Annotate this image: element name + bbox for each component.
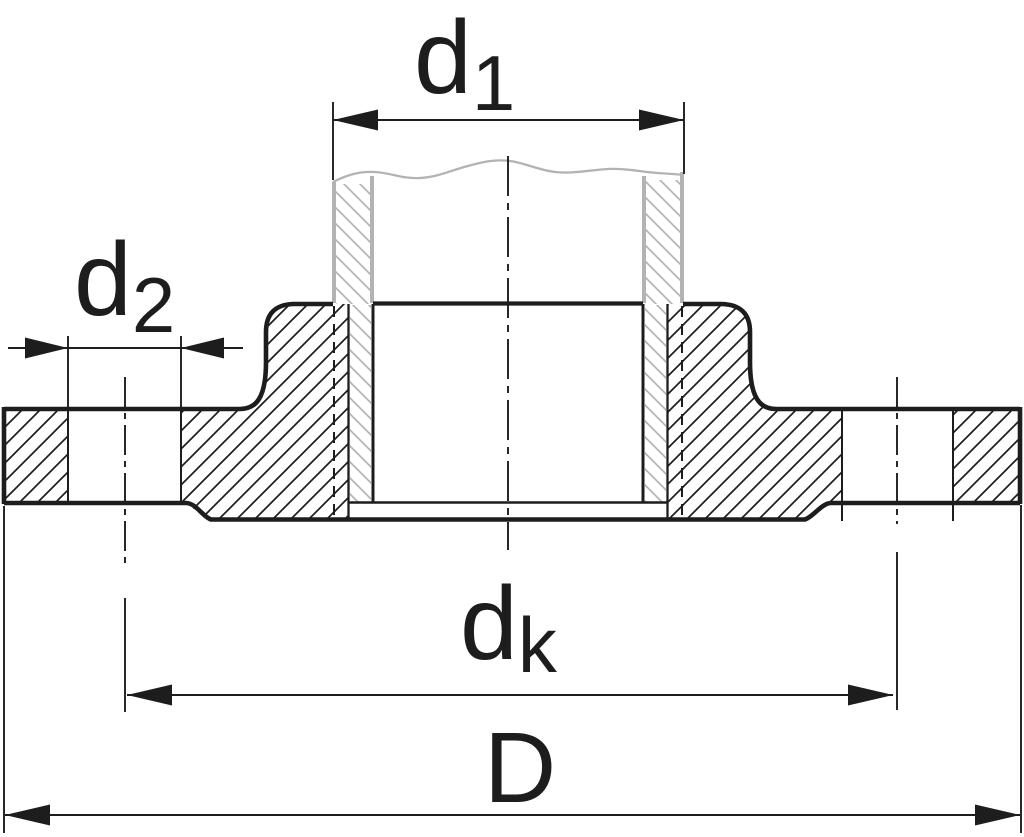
- flange-top-left-profile: [4, 301, 333, 412]
- D-label-main: D: [484, 712, 557, 824]
- flange-top-right-profile: [683, 301, 1020, 412]
- d2-label-subscript: 2: [131, 261, 176, 349]
- d1-label-main: d: [414, 0, 472, 116]
- dimension-label-dk: d k: [460, 572, 557, 684]
- dimension-dk: [124, 552, 898, 712]
- dimension-d1: [332, 102, 685, 180]
- pipe-break-line: [332, 159, 684, 184]
- d1-label-subscript: 1: [471, 39, 516, 127]
- dimension-label-D: D: [484, 718, 556, 818]
- dimension-label-d2: d 2: [74, 228, 175, 344]
- dk-label-main: d: [460, 566, 518, 682]
- centerlines: [124, 156, 898, 565]
- dk-arrow-right: [848, 684, 893, 706]
- pipe-wall-right-hatch: [646, 180, 681, 304]
- d1-arrow-right: [639, 109, 684, 131]
- D-arrow-right: [975, 804, 1020, 826]
- d2-arrow-right: [181, 337, 224, 359]
- pipe-wall-left-hatch: [336, 184, 371, 304]
- dimension-label-d1: d 1: [414, 6, 515, 122]
- d2-arrow-left: [25, 337, 68, 359]
- d2-label-main: d: [74, 222, 132, 338]
- dimension-d2: [8, 336, 243, 409]
- bolt-hole-left: [67, 409, 182, 503]
- d1-arrow-left: [333, 109, 378, 131]
- dimension-D: [3, 505, 1022, 833]
- dk-label-subscript: k: [517, 601, 557, 689]
- D-arrow-left: [5, 804, 50, 826]
- flange-hatching: [5, 304, 1020, 519]
- dk-arrow-left: [127, 684, 172, 706]
- bolt-hole-right: [841, 409, 954, 521]
- flange-bottom-profile: [4, 500, 1020, 522]
- pipe: [332, 159, 684, 502]
